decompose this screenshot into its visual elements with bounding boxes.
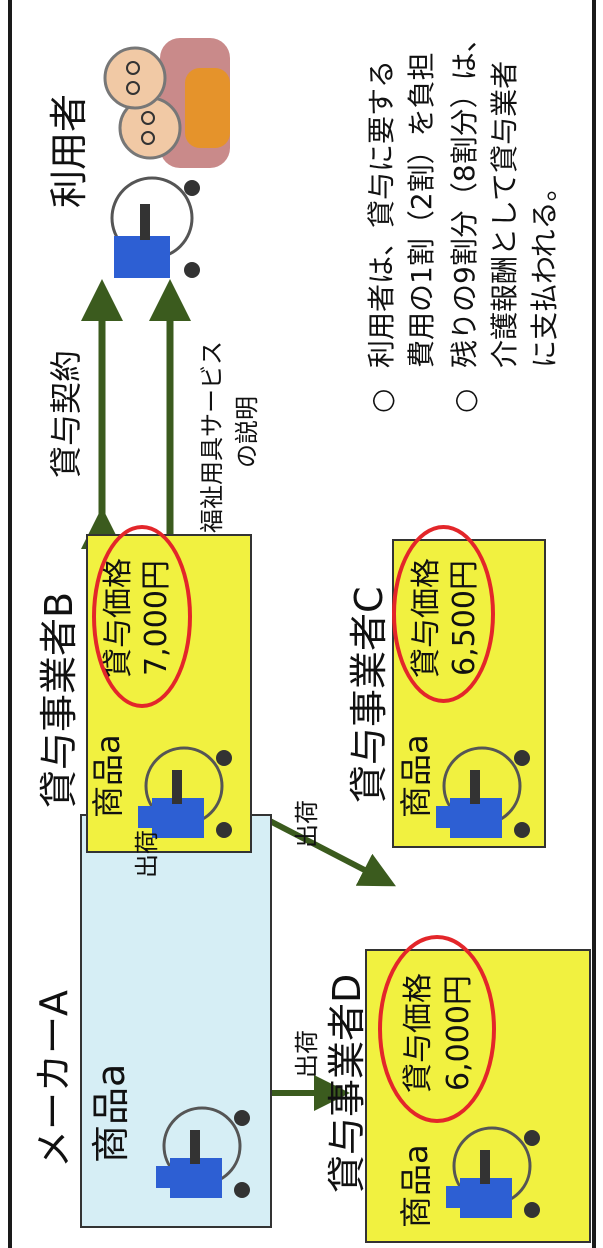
left-border xyxy=(8,0,12,1248)
maker-product: 商品a xyxy=(89,1063,133,1163)
rental-b-product: 商品a xyxy=(89,734,127,818)
wheelchair-icon xyxy=(110,176,200,278)
shipment-label-b: 出荷 xyxy=(133,830,161,878)
wheelchair-icon xyxy=(446,1126,540,1218)
rental-c-title: 貸与事業者C xyxy=(347,586,391,803)
elderly-couple-icon xyxy=(103,38,230,168)
note2-line3: に支払われる。 xyxy=(528,173,561,368)
rental-b-highlight xyxy=(92,525,192,708)
shipment-label-c: 出荷 xyxy=(293,800,321,848)
rental-b-title: 貸与事業者B xyxy=(37,591,81,808)
note1-bullet: ○ xyxy=(365,388,398,413)
note1-line1: 利用者は、貸与に要する xyxy=(365,59,398,368)
contract-label: 貸与契約 xyxy=(47,349,85,478)
wheelchair-icon xyxy=(156,1106,250,1198)
shipment-label-d: 出荷 xyxy=(293,1030,321,1078)
user-label: 利用者 xyxy=(47,93,91,208)
explanation-line1: 福祉用具サービス xyxy=(198,341,226,533)
note2-line2: 介護報酬として貸与業者 xyxy=(488,60,521,368)
rental-d-title: 貸与事業者D xyxy=(325,973,369,1193)
note2-line1: 残りの9割分（8割分）は、 xyxy=(448,24,481,368)
explanation-line2: の説明 xyxy=(233,396,261,468)
note2-bullet: ○ xyxy=(448,388,481,413)
rental-d-product: 商品a xyxy=(397,1144,435,1228)
right-border xyxy=(592,0,596,1248)
arrow-maker-to-c xyxy=(266,817,396,887)
wheelchair-icon xyxy=(436,746,530,838)
rental-c-highlight xyxy=(392,525,495,703)
maker-title: メーカーA xyxy=(32,990,76,1168)
rental-d-highlight xyxy=(378,935,496,1123)
wheelchair-icon xyxy=(138,746,232,838)
note1-line2: 費用の1割（2割）を負担 xyxy=(405,52,438,368)
rental-c-product: 商品a xyxy=(397,734,435,818)
